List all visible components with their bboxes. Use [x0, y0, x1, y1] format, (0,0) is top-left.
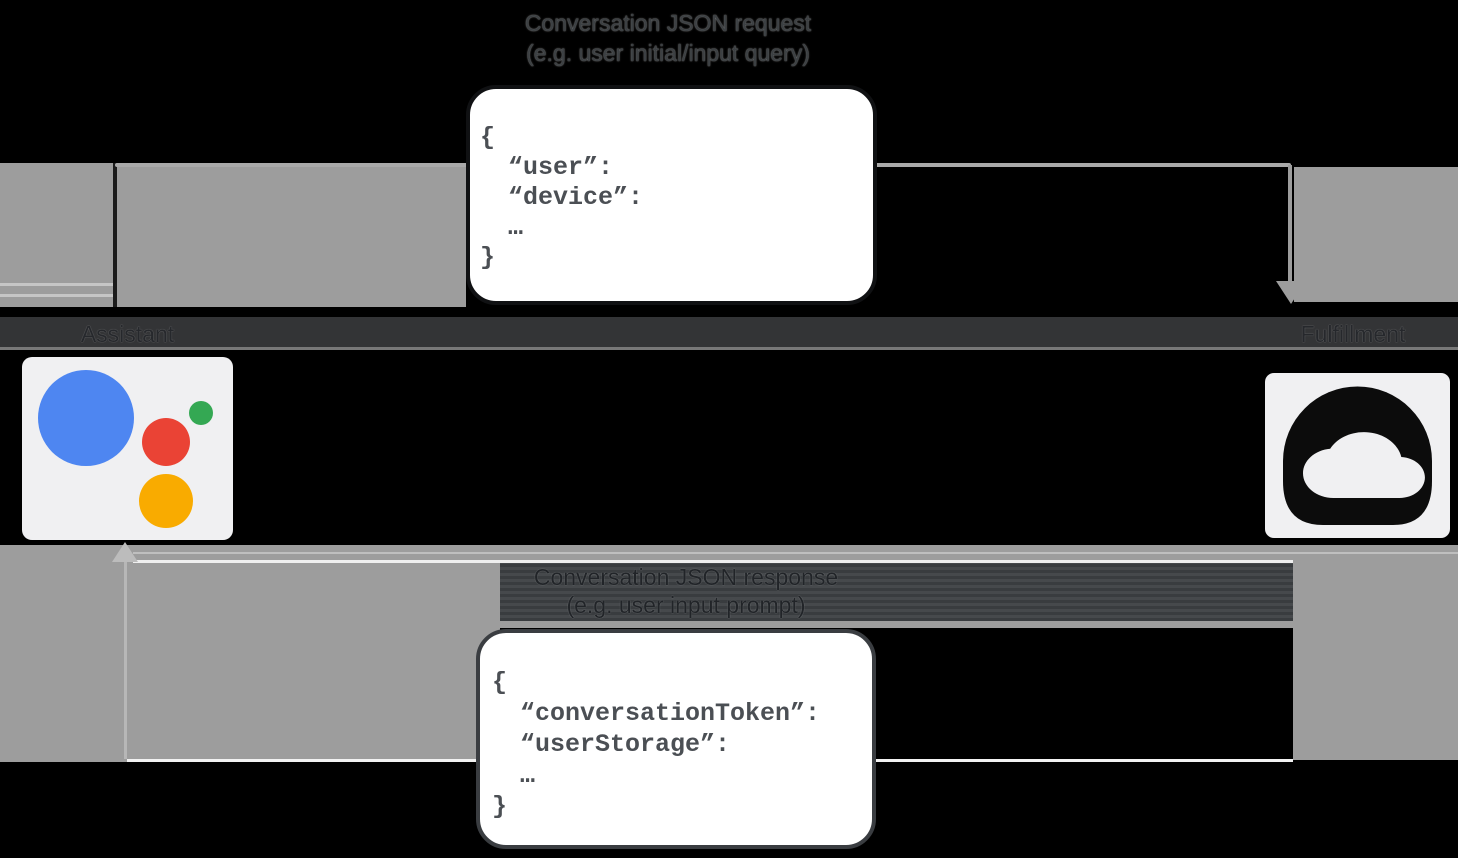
request-arrow-detail-line [0, 283, 113, 286]
assistant-logo-blue-circle [38, 370, 134, 466]
assistant-logo-green-circle [189, 401, 213, 425]
request-json-card: { “user”: “device”: … } [466, 85, 877, 305]
request-arrow-region-mid [117, 163, 466, 307]
request-arrow-start-line [113, 163, 117, 307]
assistant-node-tile [22, 357, 233, 540]
code-line: “user”: [508, 153, 614, 182]
code-line: { [480, 123, 496, 152]
response-arrow-region-right [1293, 545, 1458, 760]
response-json-code: { “conversationToken”: “userStorage”: … … [480, 633, 872, 822]
request-caption: Conversation JSON request (e.g. user ini… [368, 8, 968, 68]
response-arrowhead-icon [112, 542, 138, 562]
response-caption-line2: (e.g. user input prompt) [566, 592, 806, 618]
response-caption-band [500, 562, 1293, 621]
fulfillment-label: Fulfillment [1300, 321, 1406, 347]
response-arrow-vertical-line [124, 562, 127, 759]
request-arrowhead-icon [1276, 281, 1306, 304]
code-line: { [492, 668, 508, 697]
code-line: “conversationToken”: [520, 699, 821, 728]
response-arrow-top-line [133, 560, 1293, 563]
request-caption-line2: (e.g. user initial/input query) [526, 40, 810, 66]
code-line: } [492, 792, 508, 821]
request-arrow-vertical-line [1288, 165, 1292, 283]
assistant-label: Assistant [80, 321, 175, 347]
code-line: … [520, 761, 536, 790]
code-line: } [480, 243, 496, 272]
assistant-logo-red-circle [142, 418, 190, 466]
assistant-logo-yellow-circle [139, 474, 193, 528]
code-line: “userStorage”: [520, 730, 731, 759]
request-json-code: { “user”: “device”: … } [470, 89, 873, 273]
cloud-icon [1283, 386, 1432, 525]
response-json-card: { “conversationToken”: “userStorage”: … … [476, 629, 876, 849]
fulfillment-node-tile [1265, 373, 1450, 538]
request-caption-line1: Conversation JSON request [524, 10, 812, 36]
request-arrow-region-right [1294, 167, 1458, 302]
code-line: “device”: [508, 183, 644, 212]
response-caption: Conversation JSON response (e.g. user in… [386, 563, 986, 619]
response-arrow-region-bottom-strip [500, 621, 1293, 628]
node-label-band [0, 317, 1458, 350]
request-arrow-detail-line [0, 294, 113, 297]
code-line: … [508, 213, 524, 242]
response-caption-line1: Conversation JSON response [533, 564, 839, 590]
response-arrow-region-left [0, 545, 500, 762]
response-arrow-upper-line [133, 552, 1458, 554]
